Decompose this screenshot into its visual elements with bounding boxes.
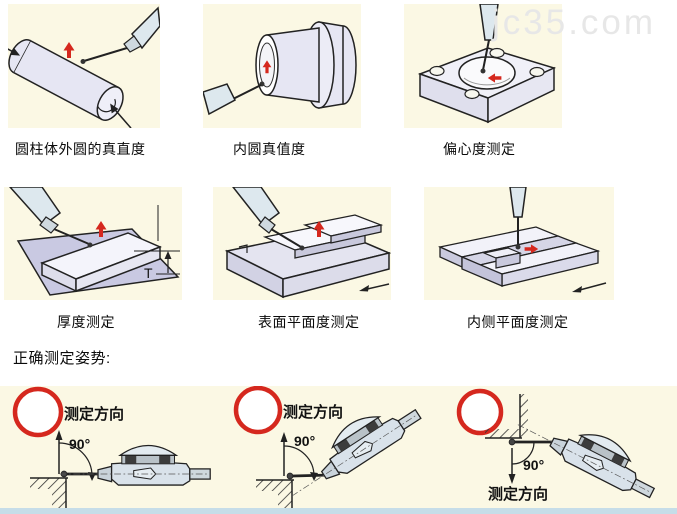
bolt-hole bbox=[489, 47, 505, 59]
caption-inner-flatness: 内侧平面度测定 bbox=[467, 314, 569, 330]
direction-label: 测定方向 bbox=[64, 405, 124, 423]
measure-direction-arrow bbox=[487, 73, 502, 83]
block-right-face bbox=[487, 66, 555, 124]
dial-indicator bbox=[59, 445, 211, 486]
figure-panel-thickness: T bbox=[4, 187, 182, 300]
indicator-holder bbox=[8, 187, 62, 227]
surface-flatness-illustration bbox=[224, 187, 391, 299]
caption-eccentricity: 偏心度测定 bbox=[443, 141, 516, 157]
posture-band: 测定方向 90° bbox=[0, 386, 677, 508]
angle-label: 90° bbox=[294, 433, 315, 449]
indicator-holder bbox=[509, 187, 527, 218]
thickness-dim-label: T bbox=[144, 265, 153, 281]
bolt-hole bbox=[529, 66, 545, 78]
caption-bore-roundness: 内圆真值度 bbox=[233, 141, 306, 157]
measure-direction-arrow bbox=[262, 60, 272, 74]
section-label-correct-posture: 正确测定姿势: bbox=[13, 350, 111, 367]
stylus bbox=[83, 47, 128, 62]
plate-front-face bbox=[75, 245, 161, 293]
stylus-ball bbox=[515, 244, 521, 250]
posture-tilted-illustration: 测定方向 90° bbox=[233, 386, 422, 508]
caption-surface-flatness: 表面平面度测定 bbox=[258, 314, 360, 330]
eccentricity-illustration bbox=[417, 4, 557, 124]
angle-label: 90° bbox=[523, 457, 544, 473]
figure-panel-bore-roundness bbox=[203, 4, 361, 128]
inner-flatness-illustration bbox=[437, 187, 607, 293]
stylus bbox=[232, 84, 262, 100]
stylus-ball bbox=[80, 59, 86, 64]
angle-arc bbox=[511, 441, 535, 465]
indicator-clamp bbox=[123, 35, 142, 53]
direction-label: 测定方向 bbox=[283, 403, 343, 421]
cylinder-straightness-illustration bbox=[8, 6, 160, 128]
dial-indicator bbox=[508, 424, 656, 499]
bottom-strip bbox=[0, 508, 677, 514]
angle-arc bbox=[58, 442, 93, 477]
indicator-dial bbox=[330, 416, 382, 450]
stylus bbox=[270, 228, 302, 248]
thickness-illustration: T bbox=[8, 187, 180, 296]
posture-horizontal-illustration: 测定方向 90° bbox=[12, 386, 211, 508]
indicator-holder bbox=[203, 83, 236, 116]
direction-label: 测定方向 bbox=[488, 485, 548, 503]
correct-mark-circle bbox=[456, 388, 504, 436]
figure-panel-eccentricity bbox=[404, 4, 562, 128]
indicator-clamp bbox=[39, 216, 59, 234]
bore-roundness-illustration bbox=[203, 21, 357, 116]
measure-direction-arrow bbox=[524, 244, 539, 254]
stylus bbox=[53, 228, 90, 245]
angle-arc bbox=[283, 445, 315, 477]
cylinder-workpiece bbox=[8, 39, 132, 128]
rail-front bbox=[330, 224, 382, 244]
indicator-holder bbox=[479, 4, 499, 41]
posture-underside-illustration: 90° 测定方向 bbox=[456, 388, 656, 503]
stylus-ball bbox=[299, 245, 305, 251]
hatched-surface bbox=[256, 480, 292, 508]
indicator-holder bbox=[131, 6, 160, 50]
correct-mark-circle bbox=[12, 386, 64, 438]
indicator-holder bbox=[232, 187, 281, 227]
watermark-text: jc35.com bbox=[492, 3, 657, 42]
indicator-dial bbox=[578, 434, 632, 463]
measure-direction-arrow bbox=[313, 221, 325, 237]
stylus-ball bbox=[480, 68, 486, 74]
correct-mark-circle bbox=[233, 386, 283, 435]
stylus bbox=[482, 39, 490, 71]
hatched-wall bbox=[485, 394, 528, 438]
figure-panel-inner-flatness bbox=[424, 187, 614, 300]
angle-label: 90° bbox=[69, 436, 90, 452]
measure-direction-arrow bbox=[95, 221, 107, 237]
bolt-hole bbox=[464, 88, 480, 100]
dial-indicator bbox=[286, 408, 422, 497]
hatched-surface bbox=[30, 478, 66, 508]
caption-thickness: 厚度测定 bbox=[57, 314, 115, 330]
block-front-face bbox=[282, 252, 390, 298]
bore bbox=[458, 56, 516, 90]
stylus-ball bbox=[87, 242, 93, 248]
figure-panel-surface-flatness bbox=[213, 187, 391, 300]
step-front bbox=[495, 252, 521, 269]
indicator-dial bbox=[118, 445, 179, 456]
measure-direction-arrow bbox=[63, 42, 75, 58]
lower-left-face bbox=[461, 256, 503, 287]
bolt-hole bbox=[429, 65, 445, 77]
figure-panel-cylinder-straightness bbox=[8, 4, 160, 128]
caption-cylinder-straightness: 圆柱体外圆的真直度 bbox=[15, 141, 146, 157]
